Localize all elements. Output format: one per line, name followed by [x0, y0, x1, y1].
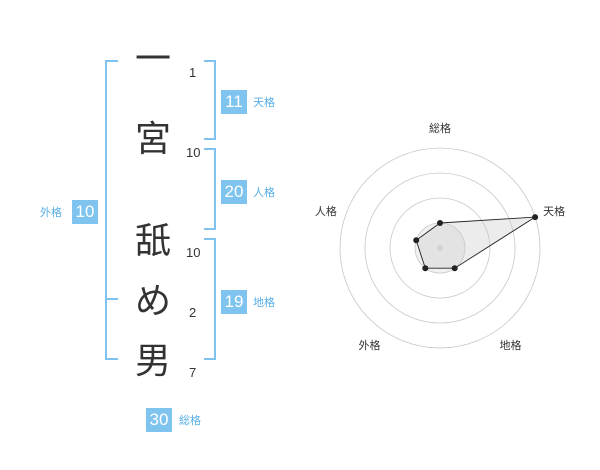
- stroke-count-4: 2: [189, 305, 197, 320]
- soukaku-label: 総格: [179, 414, 201, 427]
- gaikaku-label: 外格: [40, 206, 62, 219]
- stroke-count-1: 1: [189, 65, 197, 80]
- name-character-3: 舐: [134, 221, 171, 262]
- tenkaku-label: 天格: [253, 96, 275, 109]
- soukaku-value: 30: [146, 408, 172, 432]
- radar-ring-4: [339, 147, 541, 349]
- radar-ring-3: [364, 172, 516, 324]
- radar-point-5: [413, 237, 420, 244]
- radar-axis-label-3: 地格: [500, 338, 522, 352]
- tenkaku-value: 11: [221, 90, 247, 114]
- stroke-count-5: 7: [189, 365, 197, 380]
- name-character-5: 男: [134, 341, 171, 382]
- name-character-4: め: [134, 281, 171, 322]
- radar-point-1: [437, 220, 443, 226]
- name-character-1: 一: [134, 39, 171, 80]
- gaikaku-value: 10: [72, 200, 98, 224]
- radar-series-polygon: [415, 216, 536, 269]
- radar-point-2: [532, 214, 539, 221]
- radar-point-4: [422, 265, 429, 272]
- name-character-2: 宮: [134, 119, 171, 160]
- radar-axis-label-2: 天格: [543, 204, 565, 218]
- jinkaku-value: 20: [221, 180, 247, 204]
- radar-axis-label-4: 外格: [359, 338, 381, 352]
- radar-axis-label-1: 総格: [429, 121, 451, 135]
- radar-point-3: [451, 265, 458, 272]
- radar-ring-2: [389, 197, 491, 299]
- stroke-count-2: 10: [186, 145, 201, 160]
- chikaku-value: 19: [221, 290, 247, 314]
- chikaku-label: 地格: [253, 296, 275, 309]
- jinkaku-label: 人格: [253, 186, 275, 199]
- radar-center: [437, 245, 443, 251]
- radar-axis-label-5: 人格: [315, 204, 337, 218]
- stroke-count-3: 10: [186, 245, 201, 260]
